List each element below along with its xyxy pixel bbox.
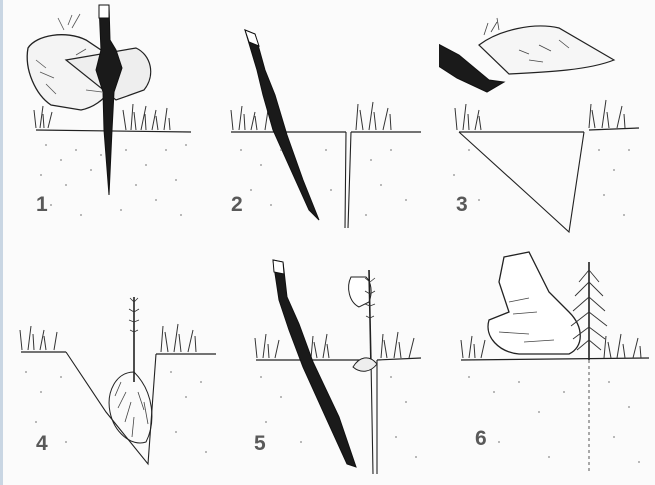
soil-wedge-icon — [479, 26, 614, 74]
planting-hole-icon — [66, 352, 156, 464]
hand-with-seedling-icon — [349, 270, 377, 371]
soil-texture — [468, 376, 640, 463]
step-number-2: 2 — [231, 193, 243, 217]
step-number-5: 5 — [254, 432, 266, 456]
grass-icon — [255, 332, 414, 358]
grass-icon — [455, 100, 625, 130]
step-panel-2: 2 — [221, 0, 439, 242]
step-3-illustration — [439, 0, 655, 242]
step-panel-5: 5 — [221, 242, 439, 484]
step-number-3: 3 — [456, 193, 468, 217]
seedling-icon — [109, 297, 152, 443]
step-2-illustration — [221, 0, 439, 242]
soil-texture — [240, 149, 407, 216]
soil-texture — [40, 144, 187, 216]
step-6-illustration — [439, 242, 655, 484]
grass-icon — [20, 324, 196, 352]
step-number-1: 1 — [36, 193, 48, 217]
soil-texture — [25, 371, 207, 453]
grass-icon — [231, 102, 391, 130]
boot-icon — [488, 252, 580, 354]
step-number-6: 6 — [475, 427, 487, 451]
step-panel-4: 4 — [6, 242, 224, 484]
grass-icon — [34, 104, 170, 130]
planting-hole-icon — [459, 132, 584, 232]
step-panel-3: 3 — [439, 0, 655, 242]
soil-texture — [453, 149, 630, 216]
step-number-4: 4 — [36, 432, 48, 456]
spade-icon — [273, 260, 356, 467]
step-panel-1: 1 — [6, 0, 224, 242]
step-panel-6: 6 — [439, 242, 655, 484]
